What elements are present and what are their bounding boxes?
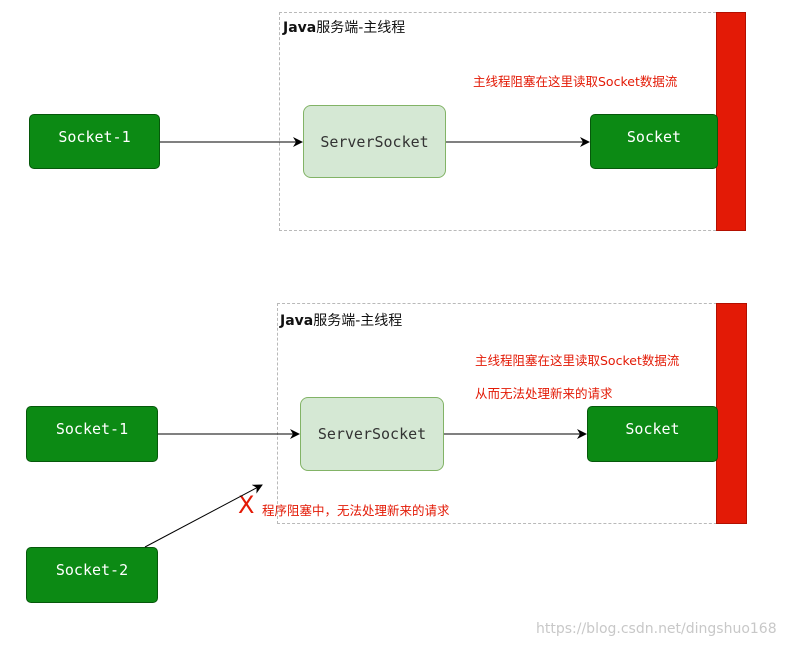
blocking-note-2-line1: 主线程阻塞在这里读取Socket数据流 xyxy=(475,353,680,368)
client-socket-2-node: Socket-2 xyxy=(26,547,158,603)
server-socket-node-2: ServerSocket xyxy=(300,397,444,471)
blocked-request-note: 程序阻塞中，无法处理新来的请求 xyxy=(262,503,450,518)
frame-title-rest-2: 服务端-主线程 xyxy=(313,313,403,329)
socket-label-1: Socket xyxy=(626,127,682,146)
frame-title-rest: 服务端-主线程 xyxy=(316,20,406,36)
client-socket-1-label: Socket-1 xyxy=(58,127,131,146)
frame-title-java: Java xyxy=(283,20,317,36)
blocking-note-1: 主线程阻塞在这里读取Socket数据流 xyxy=(473,74,678,89)
server-socket-label-2: ServerSocket xyxy=(317,425,427,443)
client-socket-1-label-2: Socket-1 xyxy=(55,420,129,438)
client-socket-1-node-2: Socket-1 xyxy=(26,406,158,462)
socket-node-2: Socket xyxy=(587,406,718,462)
server-socket-node-1: ServerSocket xyxy=(303,105,446,178)
socket-label-2: Socket xyxy=(625,420,680,438)
client-socket-2-label: Socket-2 xyxy=(55,561,129,579)
blocking-note-2-line2: 从而无法处理新来的请求 xyxy=(475,386,613,401)
server-frame-1-title: Java服务端-主线程 xyxy=(283,17,405,37)
blocked-x-mark: X xyxy=(238,491,255,519)
arrow-client2-blocked xyxy=(144,484,263,548)
server-frame-2-title: Java服务端-主线程 xyxy=(280,310,402,330)
watermark: https://blog.csdn.net/dingshuo168 xyxy=(536,621,777,637)
client-socket-1-node: Socket-1 xyxy=(29,114,160,169)
server-socket-label-1: ServerSocket xyxy=(320,132,429,151)
frame-title-java-2: Java xyxy=(280,313,314,329)
socket-node-1: Socket xyxy=(590,114,718,169)
